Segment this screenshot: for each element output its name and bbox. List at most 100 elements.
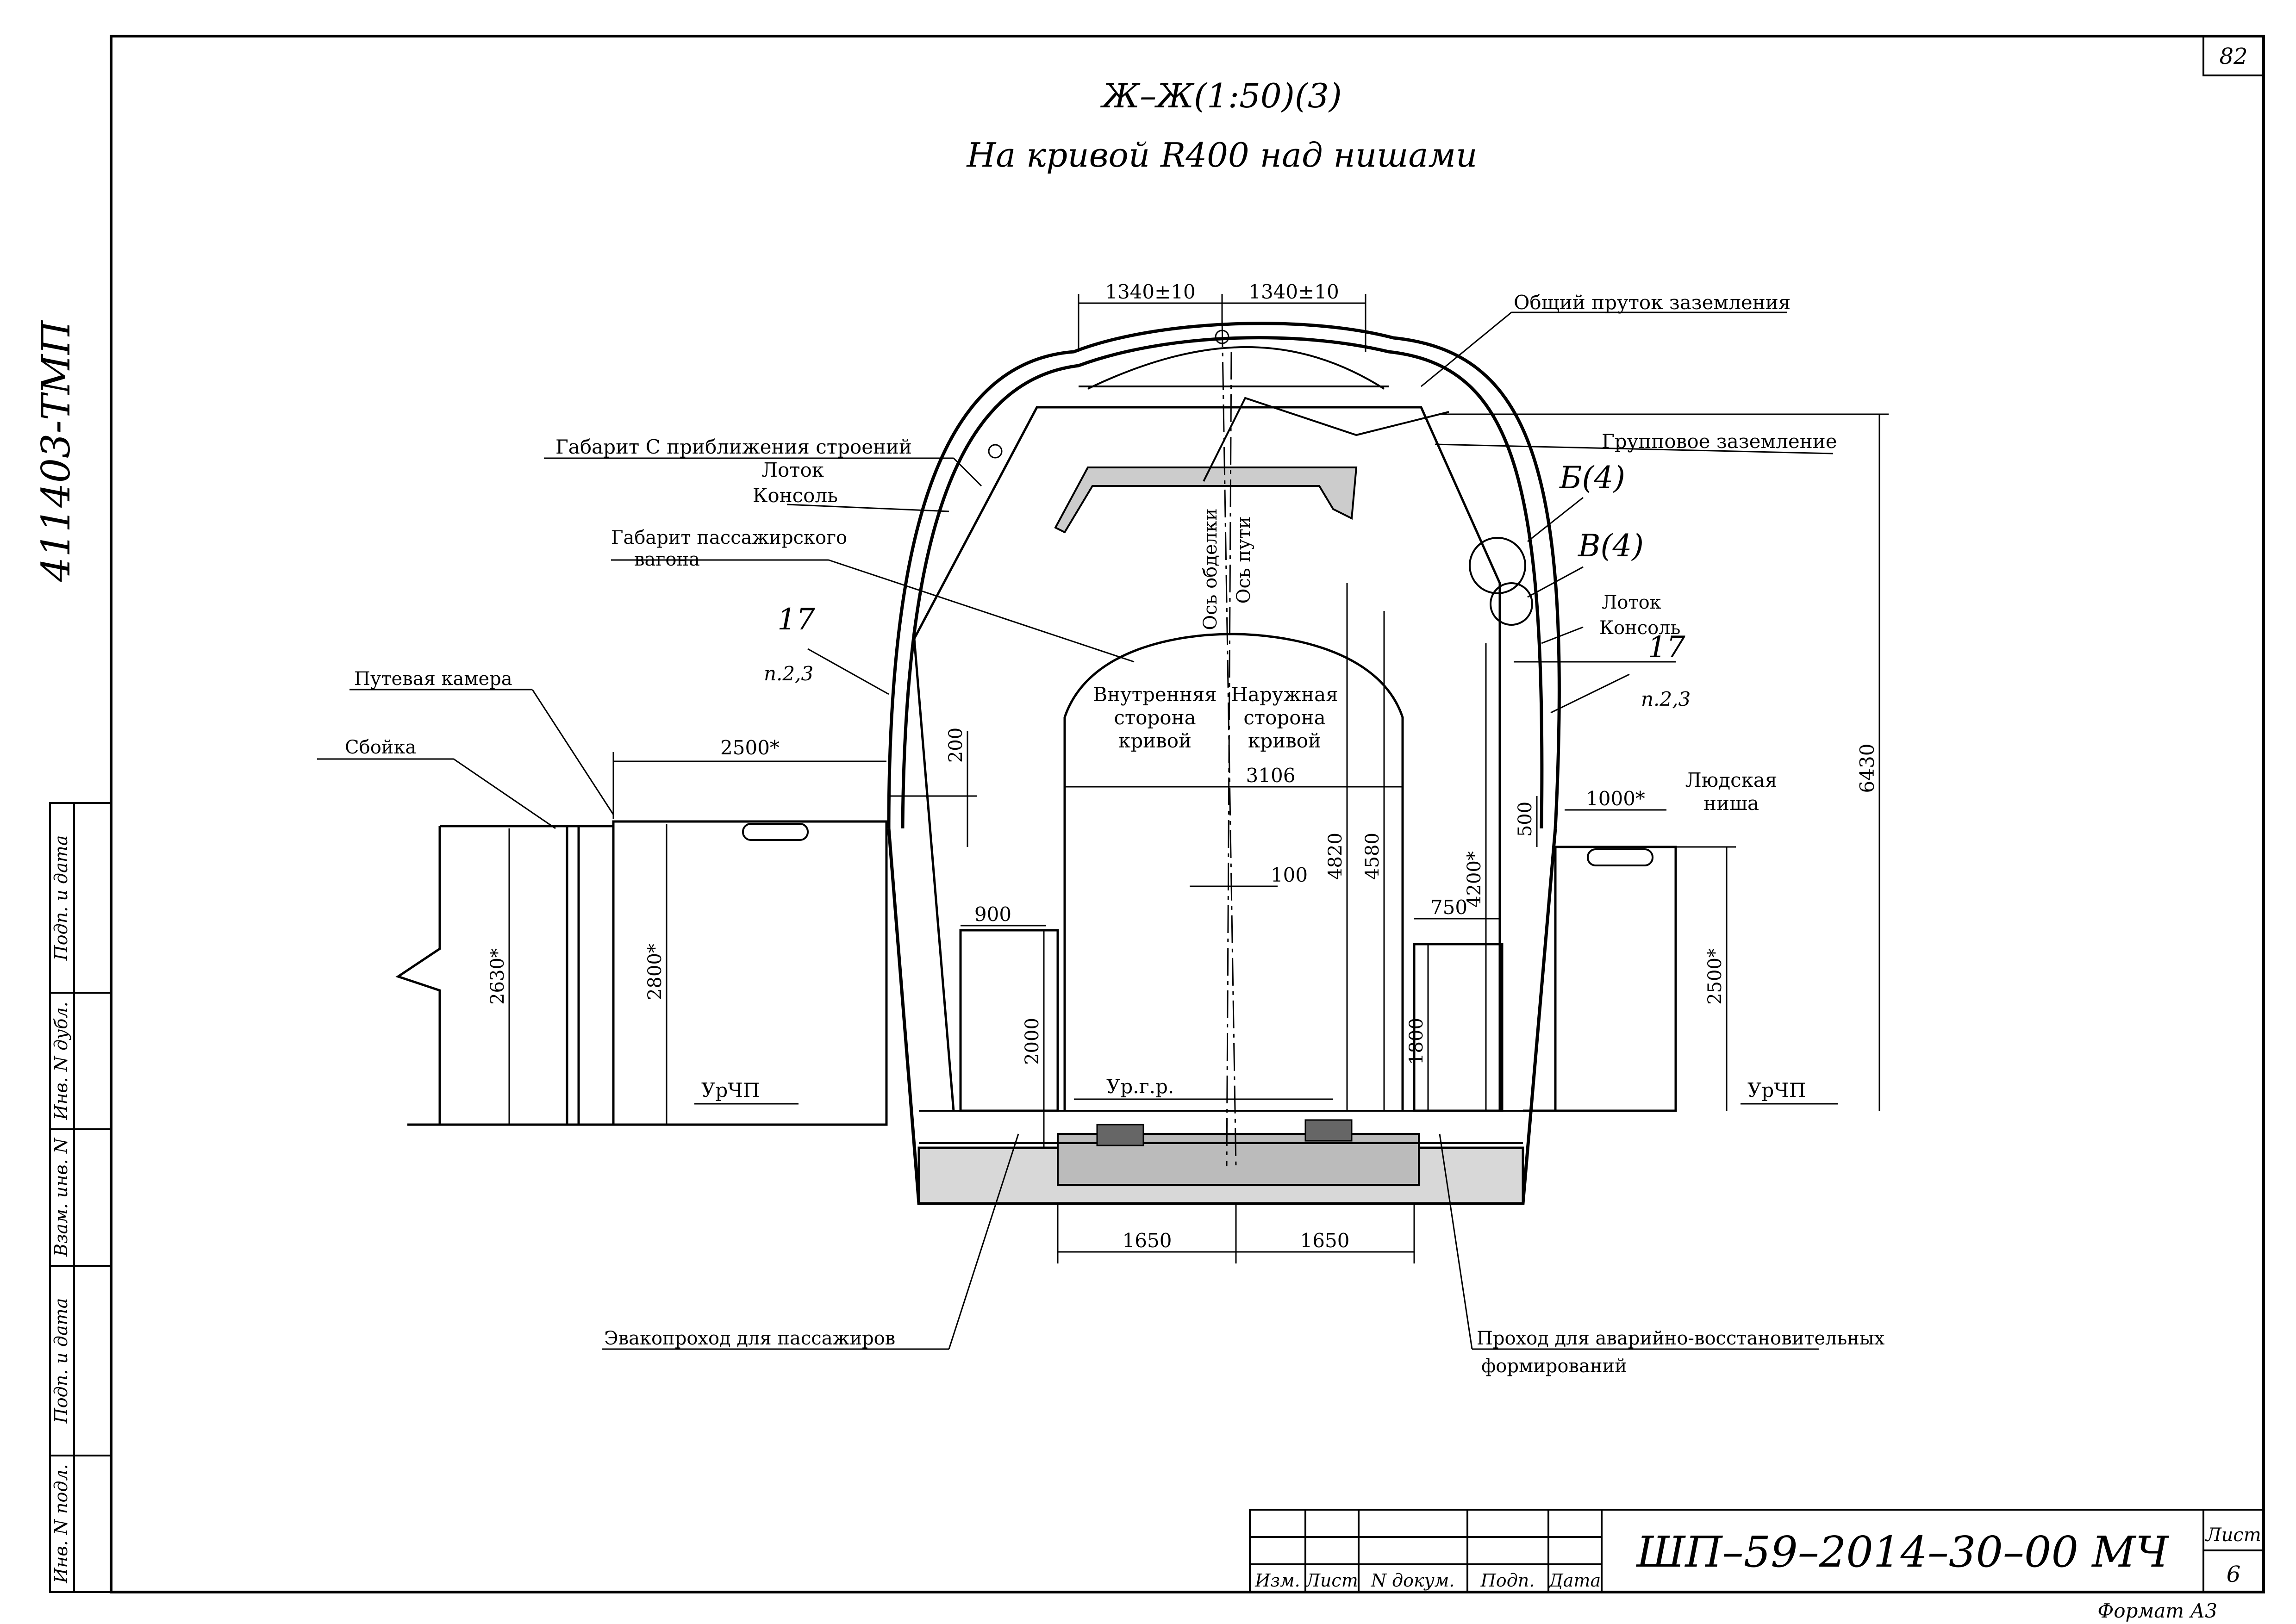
dim-200: 200 [945, 728, 967, 763]
dim-2500-chamber: 2500* [720, 736, 780, 759]
labels: Общий пруток заземления Групповое заземл… [345, 291, 1885, 1377]
tb-col-list: Лист [1304, 1570, 1358, 1591]
label-ref-p23-right: п.2,3 [1641, 688, 1691, 710]
dim-1650-left: 1650 [1123, 1229, 1172, 1252]
corner-sheet-box [2202, 35, 2265, 76]
label-clearance-c: Габарит С приближения строений [555, 436, 912, 458]
label-ref-v: В(4) [1578, 528, 1644, 564]
label-emergency-passage-2: формирований [1481, 1356, 1627, 1377]
dim-900: 900 [974, 903, 1011, 926]
lining-left-marker [988, 444, 1003, 459]
label-car-clearance-2: вагона [634, 549, 700, 570]
dim-3106: 3106 [1246, 764, 1296, 787]
label-console-right: Консоль [1599, 617, 1680, 639]
corner-sheet-number: 82 [2219, 44, 2247, 69]
console-bracket [1054, 467, 1358, 534]
label-inner-side-3: кривой [1118, 729, 1192, 752]
structure-clearance-c [913, 406, 1501, 1111]
level-lines [694, 1098, 1838, 1105]
label-inner-side-2: сторона [1114, 706, 1196, 729]
dim-2500-niche: 2500* [1704, 948, 1726, 1005]
stamp-field-1: Подп. и дата [51, 835, 71, 961]
track-axis-line [1226, 351, 1232, 1167]
label-tray-left: Лоток [761, 459, 824, 481]
stamp-field-2: Инв. N дубл. [51, 1002, 71, 1120]
dim-1340-right: 1340±10 [1248, 280, 1339, 303]
track-chamber [395, 820, 888, 1126]
dim-2630: 2630* [487, 948, 508, 1005]
emergency-passage [1413, 943, 1504, 1112]
label-outer-side-1: Наружная [1231, 683, 1338, 706]
side-stamp [49, 802, 112, 1593]
label-urgr: Ур.г.р. [1106, 1075, 1174, 1098]
rail-right [1304, 1119, 1353, 1142]
dimension-values: 1340±10 1340±10 2500* 200 3106 100 4820 … [487, 280, 1878, 1252]
invert-slab [917, 1110, 1524, 1205]
label-track-chamber: Путевая камера [354, 668, 512, 690]
label-people-niche-2: ниша [1703, 792, 1759, 815]
label-evac-passage: Эвакопроход для пассажиров [604, 1328, 895, 1349]
people-niche [1523, 846, 1677, 1112]
tb-col-podp: Подп. [1480, 1570, 1535, 1591]
label-console-left: Консоль [753, 484, 838, 507]
label-outer-side-3: кривой [1248, 729, 1321, 752]
tb-col-data: Дата [1548, 1570, 1601, 1591]
dim-2000: 2000 [1022, 1018, 1043, 1065]
tb-sheet-value: 6 [2227, 1562, 2241, 1587]
tb-sheet-label: Лист [2205, 1524, 2261, 1546]
side-code: 411403-ТМП [33, 320, 79, 582]
label-common-ground-rod: Общий пруток заземления [1514, 291, 1791, 314]
label-ref-17-left: 17 [777, 603, 815, 637]
dim-1340-left: 1340±10 [1105, 280, 1196, 303]
dim-4200: 4200* [1464, 851, 1485, 908]
detail-v-circle [1490, 582, 1533, 626]
leader-lines [317, 311, 1834, 1350]
rail-left [1096, 1124, 1144, 1146]
dim-1650-right: 1650 [1300, 1229, 1350, 1252]
dim-1800: 1800 [1406, 1018, 1427, 1065]
passenger-passage [959, 929, 1059, 1112]
doc-code: ШП–59–2014–30–00 МЧ [1635, 1527, 2169, 1577]
dim-500: 500 [1515, 802, 1536, 837]
label-urchp-right: УрЧП [1747, 1079, 1806, 1101]
label-ref-b: Б(4) [1559, 460, 1625, 496]
stamp-field-5: Инв. N подл. [51, 1464, 71, 1583]
label-emergency-passage-1: Проход для аварийно-восстановительных [1477, 1328, 1885, 1349]
drawing-subtitle: На кривой R400 над нишами [966, 136, 1478, 174]
dim-100: 100 [1271, 864, 1308, 886]
label-ref-p23-left: п.2,3 [764, 662, 813, 685]
stamp-field-4: Подп. и дата [51, 1298, 71, 1424]
dim-4820: 4820 [1325, 833, 1346, 880]
dimension-lines [508, 294, 1889, 1263]
label-urchp-left: УрЧП [701, 1079, 760, 1101]
light-fixture-right [1587, 848, 1653, 866]
format-label: Формат А3 [2097, 1599, 2217, 1622]
label-group-grounding: Групповое заземление [1602, 430, 1837, 453]
label-outer-side-2: сторона [1243, 706, 1325, 729]
label-lining-axis: Ось обделки [1200, 508, 1221, 630]
dim-2800: 2800* [644, 944, 666, 1000]
stamp-field-3: Взам. инв. N [51, 1137, 71, 1257]
label-people-niche-1: Людская [1685, 769, 1778, 791]
dim-4580: 4580 [1362, 833, 1383, 880]
label-tray-right: Лоток [1602, 592, 1661, 613]
label-track-axis: Ось пути [1233, 516, 1254, 604]
dim-1000: 1000* [1586, 787, 1645, 810]
drawing-title: Ж–Ж(1:50)(3) [1100, 76, 1342, 115]
dim-6430: 6430 [1856, 744, 1878, 793]
title-block [1249, 1509, 2265, 1593]
lining-axis-line [1221, 319, 1237, 1167]
sheet-frame [110, 35, 2265, 1593]
label-crosscut: Сбойка [345, 737, 416, 758]
tb-col-izm: Изм. [1254, 1570, 1300, 1591]
passenger-car-clearance [1063, 633, 1404, 1111]
tb-col-ndok: N докум. [1371, 1570, 1455, 1591]
label-ref-17-right: 17 [1647, 630, 1685, 665]
label-car-clearance-1: Габарит пассажирского [611, 527, 847, 548]
label-inner-side-1: Внутренняя [1093, 683, 1217, 706]
detail-b-circle [1469, 537, 1526, 594]
catenary-wires [1079, 346, 1449, 482]
dim-750: 750 [1430, 896, 1467, 919]
